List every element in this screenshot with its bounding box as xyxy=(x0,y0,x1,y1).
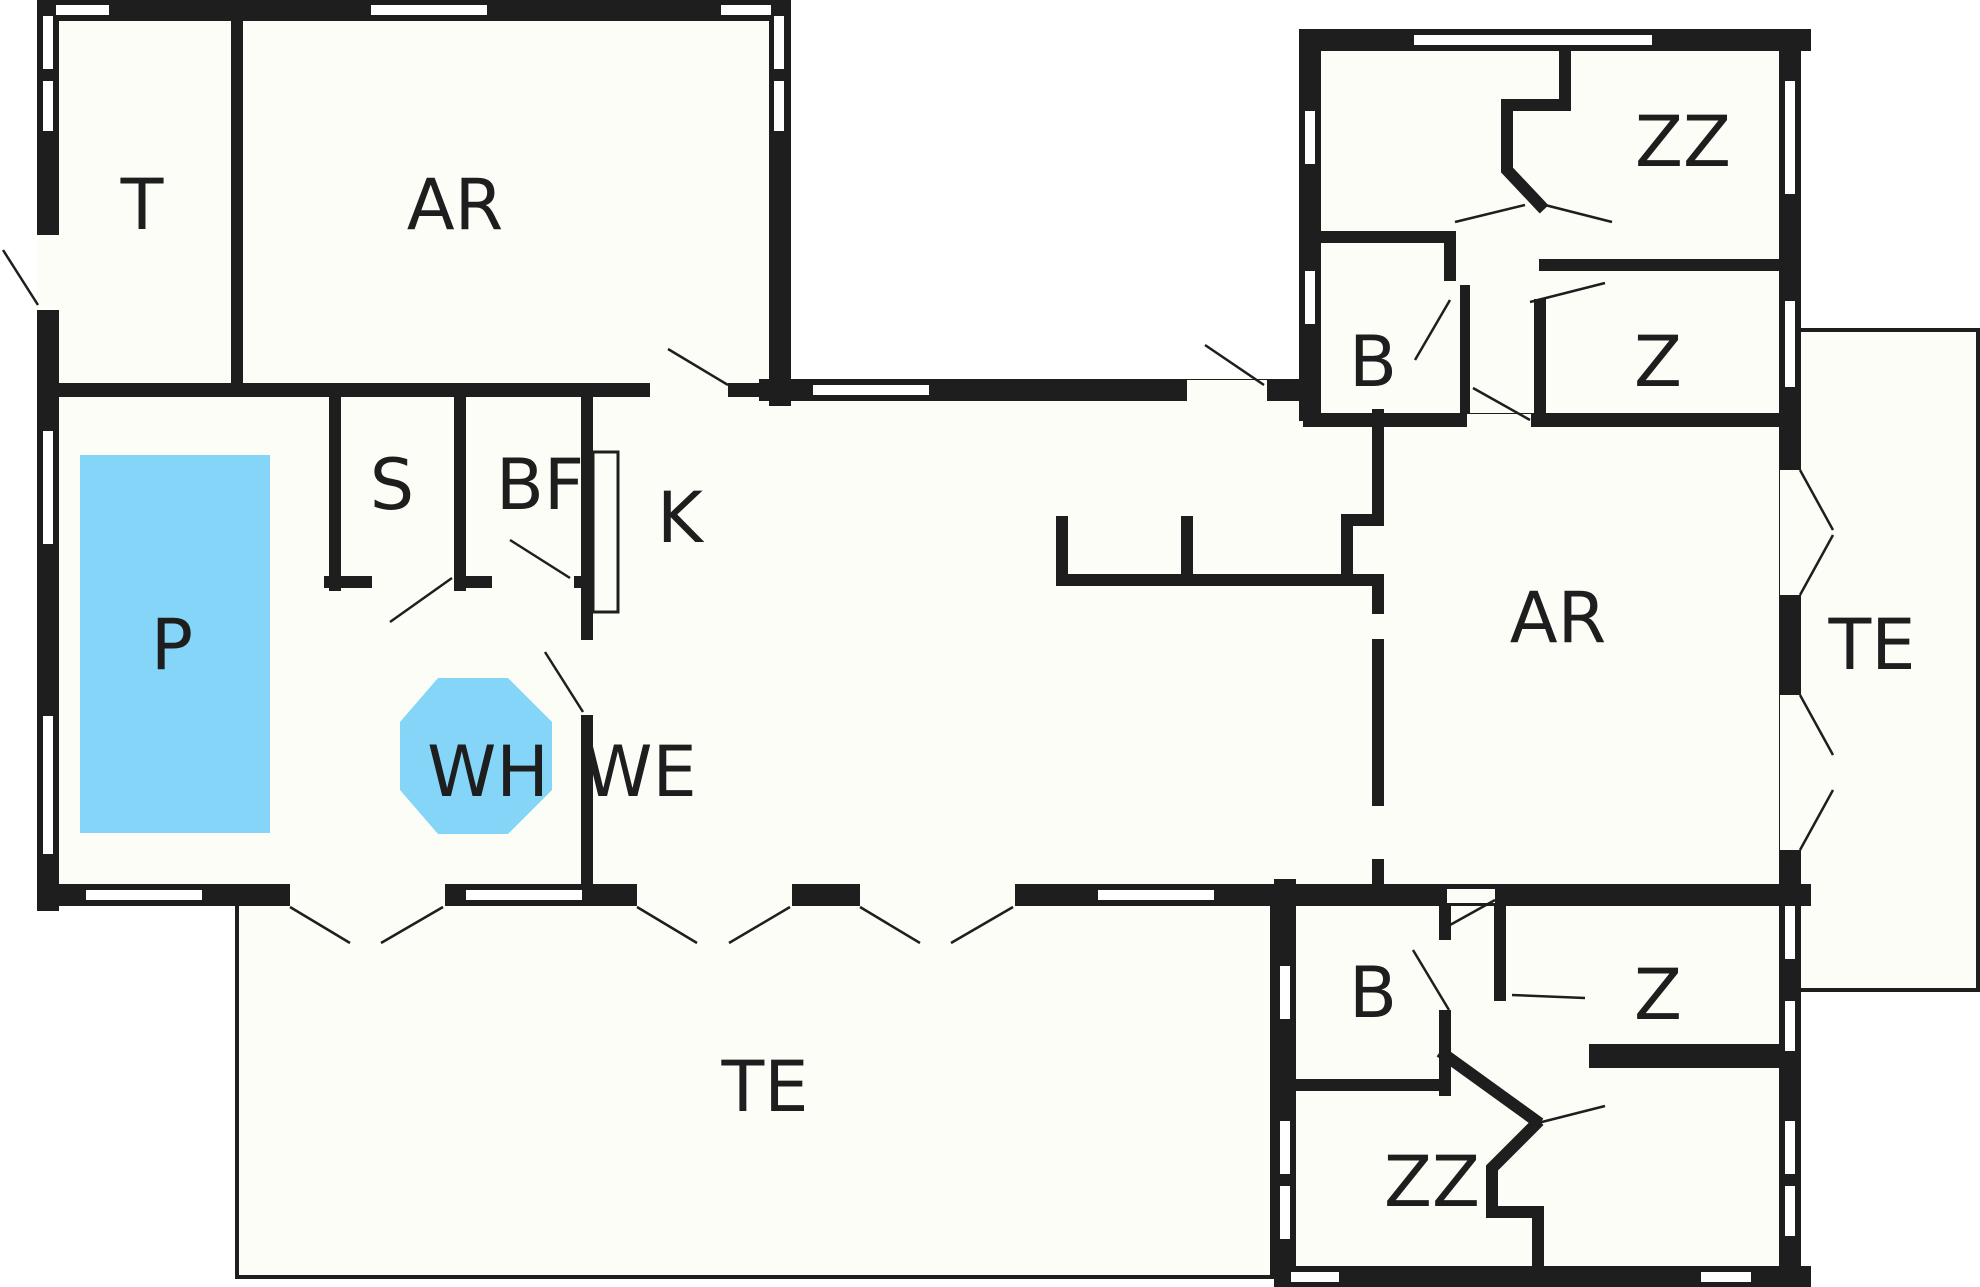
label-living-right: AR xyxy=(1510,577,1607,659)
label-bath-bottom: B xyxy=(1349,952,1397,1034)
whirlpool xyxy=(400,678,552,834)
label-bath-top: B xyxy=(1349,321,1397,403)
floors xyxy=(48,10,1980,1279)
door-openings xyxy=(37,225,1802,1010)
label-toilet: WE xyxy=(583,731,696,813)
label-terrace-bottom: TE xyxy=(721,1046,809,1128)
label-kitchen: K xyxy=(657,477,705,559)
label-bedroom-double-top: ZZ xyxy=(1635,101,1731,183)
terrace-right xyxy=(1796,328,1980,992)
label-shower: BF xyxy=(496,444,584,526)
room-labels: T AR S BF K P WH WE AR TE TE ZZ Z B B Z … xyxy=(120,101,1916,1223)
label-bedroom-double-bottom: ZZ xyxy=(1384,1141,1480,1223)
label-bedroom-single-top: Z xyxy=(1634,321,1682,403)
label-whirlpool: WH xyxy=(427,731,549,813)
label-terrace-right: TE xyxy=(1828,604,1916,686)
door-swings xyxy=(1,203,1835,1127)
label-bedroom-single-bottom: Z xyxy=(1634,954,1682,1036)
pool xyxy=(80,455,270,833)
label-terrace-left: T xyxy=(120,164,164,246)
label-sauna: S xyxy=(370,444,414,526)
label-living-left: AR xyxy=(407,164,504,246)
label-pool: P xyxy=(151,604,193,686)
terrace-bottom xyxy=(235,898,1274,1279)
windows xyxy=(41,3,1797,1284)
floor-middle xyxy=(590,390,1810,890)
